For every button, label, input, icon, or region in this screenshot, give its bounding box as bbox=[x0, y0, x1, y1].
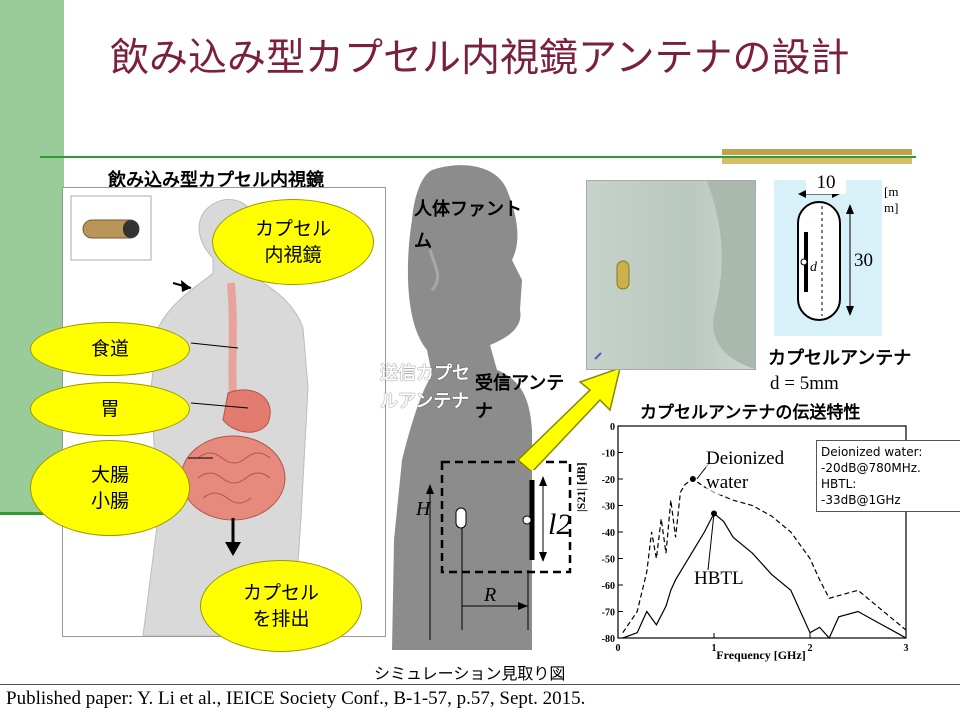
antenna-drawing-panel bbox=[774, 180, 882, 336]
gold-accent-bar bbox=[722, 149, 912, 155]
x-tick-label: 0 bbox=[616, 643, 621, 654]
callout-capsule-endoscope: カプセル内視鏡 bbox=[212, 199, 374, 285]
antenna-title: カプセルアンテナ bbox=[768, 348, 912, 369]
chart-annotation-box: Deionized water: -20dB@780MHz. HBTL: -33… bbox=[816, 440, 960, 512]
hbtl-leader bbox=[707, 513, 715, 571]
gold-accent-bar-2 bbox=[722, 158, 912, 164]
capsule-section-heading: 飲み込み型カプセル内視鏡 bbox=[108, 170, 324, 191]
slide-title: 飲み込み型カプセル内視鏡アンテナの設計 bbox=[110, 36, 850, 81]
x-tick-label: 2 bbox=[808, 643, 813, 654]
simulation-diagram bbox=[400, 440, 600, 660]
callout-capsule-excreted: カプセルを排出 bbox=[200, 560, 362, 652]
y-tick-label: -20 bbox=[602, 475, 615, 486]
chart-ylabel: |S21| [dB] bbox=[574, 462, 588, 512]
y-tick-label: -70 bbox=[602, 608, 615, 619]
phantom-illustration bbox=[392, 165, 532, 651]
y-tick-label: -40 bbox=[602, 528, 615, 539]
phantom-panel bbox=[372, 160, 602, 651]
dim-R-label: R bbox=[484, 584, 497, 606]
antenna-width-label: 10 bbox=[806, 172, 846, 194]
deionized-series-label: Deionized water bbox=[706, 447, 806, 495]
antenna-gap-label: d bbox=[810, 260, 817, 275]
x-tick-label: 3 bbox=[904, 643, 909, 654]
dim-H-label: H bbox=[416, 498, 431, 520]
y-tick-label: -10 bbox=[602, 449, 615, 460]
y-tick-label: -30 bbox=[602, 502, 615, 513]
y-tick-label: -60 bbox=[602, 581, 615, 592]
simulation-caption: シミュレーション見取り図 bbox=[374, 664, 566, 683]
deionized-peak-marker bbox=[689, 476, 696, 482]
capsule-model-icon bbox=[616, 260, 630, 290]
chart-title: カプセルアンテナの伝送特性 bbox=[640, 403, 861, 423]
3d-model-screenshot bbox=[586, 180, 756, 370]
citation: Published paper: Y. Li et al., IEICE Soc… bbox=[6, 688, 586, 709]
tx-antenna-label: 送信カプセルアンテナ bbox=[380, 363, 470, 412]
phantom-label: 人体ファントム bbox=[414, 199, 522, 252]
antenna-d-value: d = 5mm bbox=[770, 373, 839, 394]
citation-rule bbox=[0, 684, 960, 685]
y-tick-label: -50 bbox=[602, 555, 615, 566]
anatomy-illustration bbox=[70, 195, 309, 637]
left-accent-underline bbox=[0, 512, 64, 515]
capsule-antenna-geometry bbox=[797, 190, 854, 321]
x-tick-label: 1 bbox=[712, 643, 717, 654]
simulation-geometry bbox=[426, 460, 572, 640]
y-tick-label: -80 bbox=[602, 634, 615, 645]
y-tick-label: 0 bbox=[610, 422, 615, 433]
callout-stomach: 胃 bbox=[30, 382, 190, 436]
callout-esophagus: 食道 bbox=[30, 322, 190, 376]
pointer-arrow bbox=[516, 366, 622, 470]
hbtl-series-line bbox=[622, 512, 907, 640]
antenna-length-label: 30 bbox=[854, 250, 873, 272]
deionized-series-line bbox=[622, 478, 907, 634]
callout-intestines: 大腸小腸 bbox=[30, 440, 190, 536]
dim-l2-label: l2 bbox=[548, 508, 572, 541]
hbtl-series-label: HBTL bbox=[694, 568, 744, 589]
rx-antenna-label: 受信アンテナ bbox=[475, 373, 565, 422]
left-accent-bar bbox=[0, 0, 64, 513]
chart-xlabel: Frequency [GHz] bbox=[716, 648, 806, 662]
title-underline bbox=[40, 156, 916, 158]
unit-label: [mm] bbox=[884, 184, 899, 215]
